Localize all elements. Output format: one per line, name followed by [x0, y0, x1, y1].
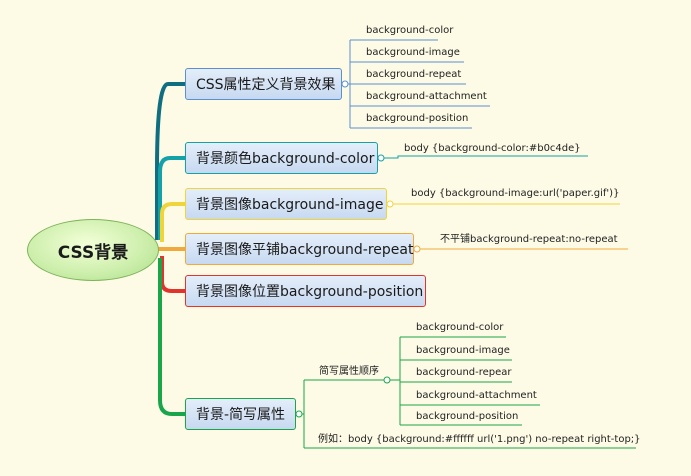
leaf-b6-background-color[interactable]: background-color: [416, 322, 504, 333]
connector-root-5: [160, 256, 185, 293]
note-background-color[interactable]: body {background-color:#b0c4de}: [404, 143, 581, 154]
leaf-b1-background-color[interactable]: background-color: [366, 25, 454, 36]
leaf-b1-background-image[interactable]: background-image: [366, 47, 460, 58]
collapse-handle-3[interactable]: [386, 200, 394, 208]
branch-node-background-image[interactable]: 背景图像background-image: [185, 188, 387, 220]
collapse-handle-6b[interactable]: [383, 376, 391, 384]
root-node[interactable]: CSS背景: [27, 219, 159, 281]
connector-root-3: [160, 202, 185, 242]
leaf-lines-b6: [400, 336, 540, 426]
branch-node-shorthand[interactable]: 背景-简写属性: [185, 398, 296, 430]
connector-root-6: [158, 258, 185, 416]
branch-node-background-color[interactable]: 背景颜色background-color: [185, 142, 378, 174]
collapse-handle-1[interactable]: [341, 80, 349, 88]
note-background-repeat[interactable]: 不平铺background-repeat:no-repeat: [440, 234, 618, 245]
leaf-b1-background-position[interactable]: background-position: [366, 113, 469, 124]
connector-b1: [348, 40, 351, 128]
leaf-b1-background-attachment[interactable]: background-attachment: [366, 91, 487, 102]
leaf-b6-background-attachment[interactable]: background-attachment: [416, 390, 537, 401]
collapse-handle-4[interactable]: [413, 245, 421, 253]
note-background-image[interactable]: body {background-image:url('paper.gif')}: [411, 188, 620, 199]
collapse-handle-6[interactable]: [295, 410, 303, 418]
branch-node-background-position[interactable]: 背景图像位置background-position: [185, 275, 426, 307]
leaf-lines-b1-underline: [350, 39, 490, 129]
leaf-b6-background-image[interactable]: background-image: [416, 345, 510, 356]
sub-node-shorthand-order[interactable]: 简写属性顺序: [319, 366, 379, 377]
leaf-b6-background-position[interactable]: background-position: [416, 411, 519, 422]
connector-root-2: [158, 156, 185, 240]
branch-node-css-properties[interactable]: CSS属性定义背景效果: [185, 68, 342, 100]
leaf-b1-background-repeat[interactable]: background-repeat: [366, 69, 462, 80]
connector-b6b: [390, 337, 401, 425]
connector-b6: [302, 380, 305, 448]
example-shorthand[interactable]: 例如：body {background:#ffffff url('1.png')…: [318, 434, 641, 445]
connector-root-1: [155, 82, 185, 240]
branch-node-background-repeat[interactable]: 背景图像平铺background-repeat: [185, 233, 414, 265]
collapse-handle-2[interactable]: [377, 154, 385, 162]
leaf-b6-background-repear[interactable]: background-repear: [416, 367, 512, 378]
note-line-2: [384, 155, 588, 159]
